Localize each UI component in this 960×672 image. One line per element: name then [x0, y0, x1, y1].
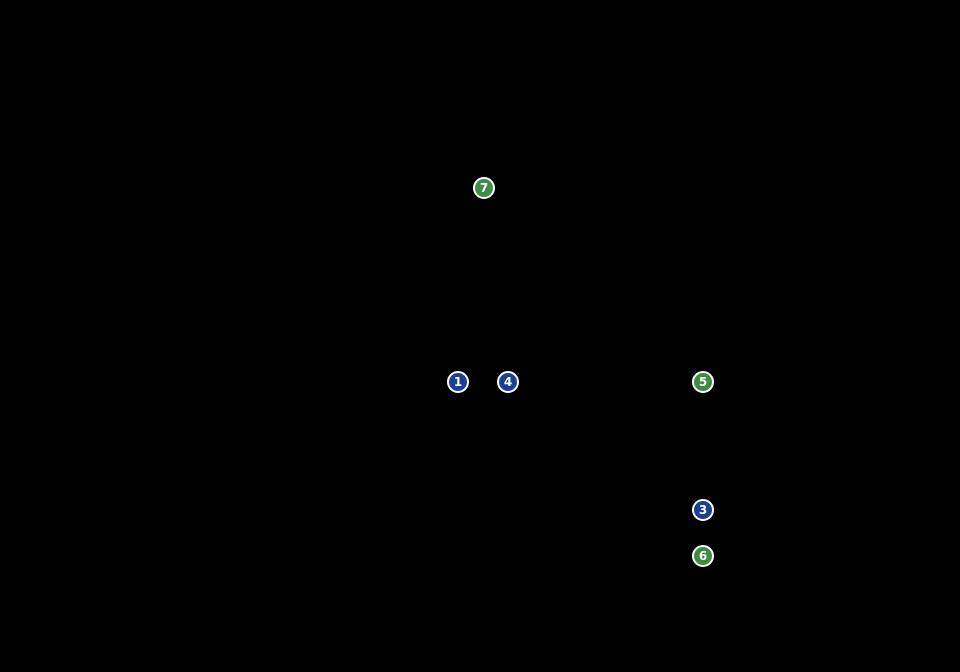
marker-4[interactable]: 4	[497, 371, 519, 393]
marker-5[interactable]: 5	[692, 371, 714, 393]
marker-1[interactable]: 1	[447, 371, 469, 393]
marker-3[interactable]: 3	[692, 499, 714, 521]
marker-7[interactable]: 7	[473, 177, 495, 199]
marker-6[interactable]: 6	[692, 545, 714, 567]
